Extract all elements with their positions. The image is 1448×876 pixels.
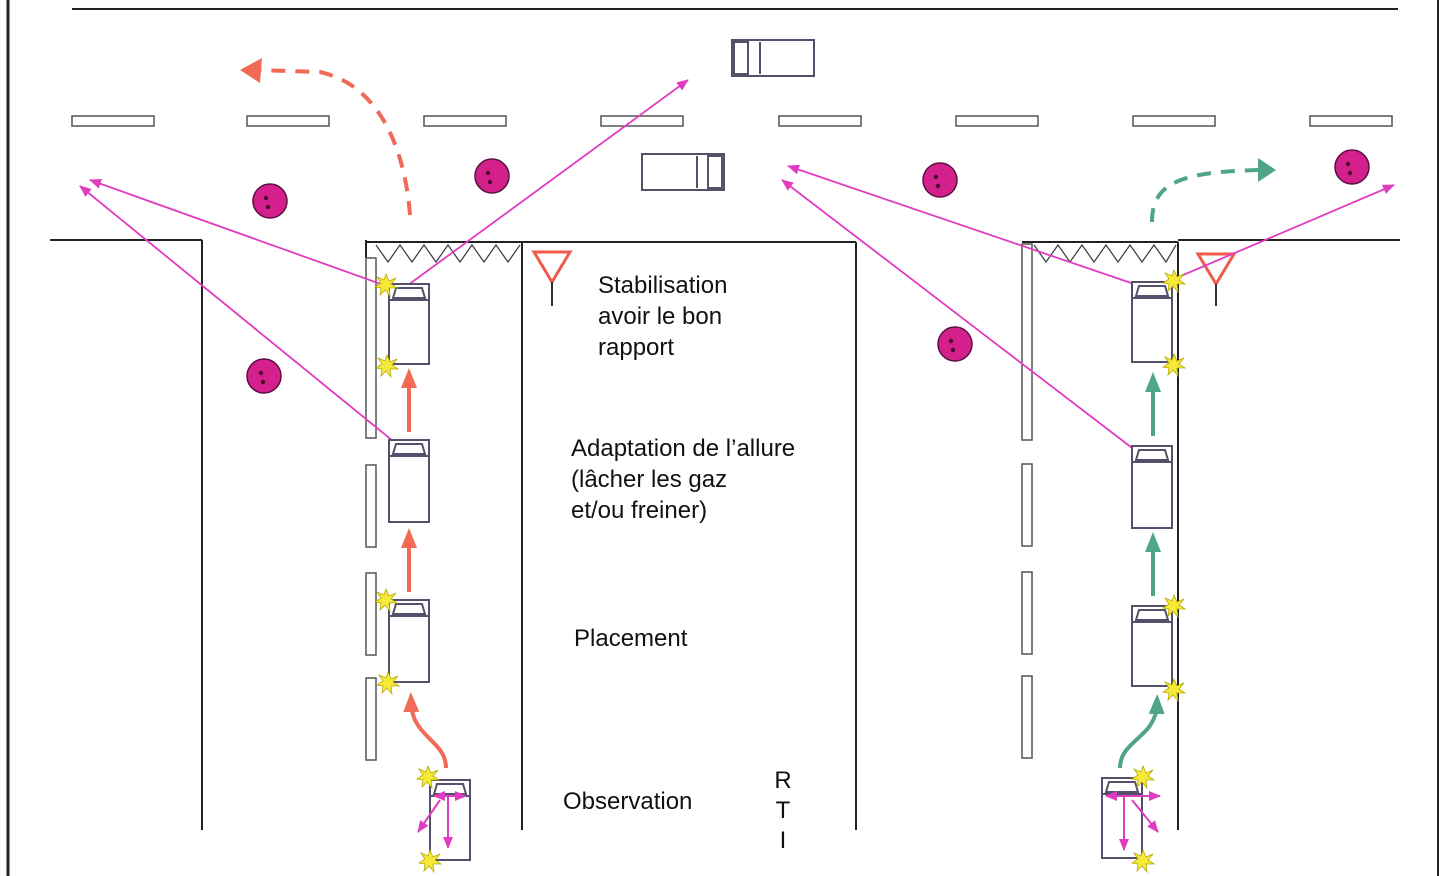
stabilisation-label: Stabilisation avoir le bon rapport bbox=[598, 270, 727, 363]
progress-arrows-right bbox=[1118, 372, 1165, 769]
road-layout bbox=[6, 0, 1439, 876]
adaptation-line-1: Adaptation de l’allure bbox=[571, 435, 796, 462]
shark-teeth-icon bbox=[375, 243, 1177, 264]
observation-label: Observation bbox=[563, 788, 693, 815]
car-top-view-icon bbox=[1131, 445, 1173, 529]
adaptation-label: Adaptation de l’allure (lâcher les gaz e… bbox=[571, 433, 795, 526]
stabilisation-line-3: rapport bbox=[598, 334, 675, 361]
car-top-view-icon bbox=[1131, 281, 1173, 363]
car-top-view-icon bbox=[731, 39, 815, 77]
car-top-view-icon bbox=[429, 779, 471, 861]
yield-sign-icon bbox=[1195, 252, 1237, 306]
center-line-dashes bbox=[71, 115, 1393, 127]
car-top-view-icon bbox=[388, 283, 430, 365]
stabilisation-line-2: avoir le bon bbox=[598, 303, 723, 330]
stabilisation-line-1: Stabilisation bbox=[598, 272, 728, 299]
car-top-view-icon bbox=[388, 439, 430, 523]
right-turn-path-arrow bbox=[1150, 158, 1276, 223]
pedestrian-hazard-icon bbox=[252, 183, 288, 219]
placement-label: Placement bbox=[574, 625, 688, 652]
mirror-check-arrows bbox=[417, 791, 1161, 851]
rti-letter-i: I bbox=[779, 827, 787, 854]
progress-arrows-left bbox=[401, 368, 448, 769]
pedestrian-hazard-icon bbox=[937, 326, 973, 362]
car-top-view-icon bbox=[1131, 605, 1173, 687]
sight-lines bbox=[79, 79, 1395, 455]
rti-letter-t: T bbox=[775, 797, 791, 824]
pedestrian-hazard-icon bbox=[246, 358, 282, 394]
car-top-view-icon bbox=[641, 153, 725, 191]
pedestrian-hazard-icon bbox=[1334, 149, 1370, 185]
pedestrian-hazard-icon bbox=[474, 158, 510, 194]
pedestrian-hazard-icon bbox=[922, 162, 958, 198]
car-top-view-icon bbox=[388, 599, 430, 683]
rti-letter-r: R bbox=[774, 767, 792, 794]
yield-sign-icon bbox=[531, 250, 573, 306]
adaptation-line-3: et/ou freiner) bbox=[571, 497, 708, 524]
rti-label: R T I bbox=[772, 766, 794, 856]
car-top-view-icon bbox=[1101, 777, 1143, 859]
adaptation-line-2: (lâcher les gaz bbox=[571, 466, 728, 493]
side-road-lane-markings bbox=[365, 243, 1033, 761]
left-turn-path-arrow bbox=[240, 58, 412, 216]
